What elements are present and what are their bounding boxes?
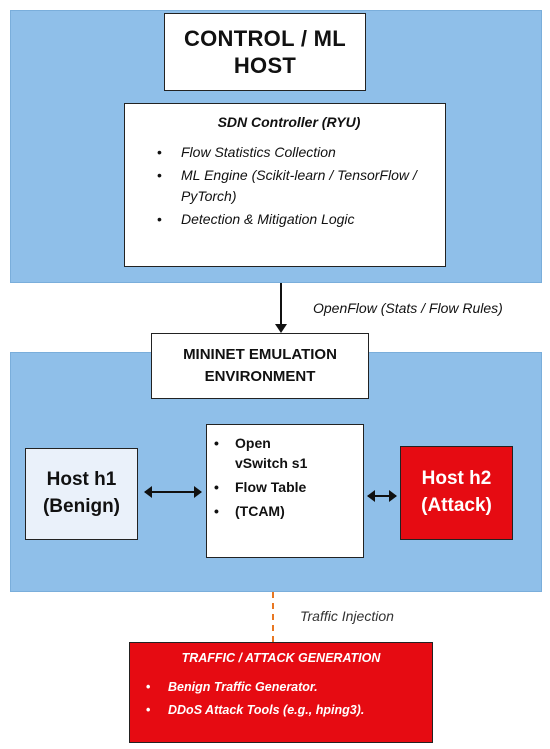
mininet-title: MININET EMULATION ENVIRONMENT — [151, 333, 369, 399]
sdn-item-flow-stats: •Flow Statistics Collection — [149, 142, 429, 163]
sdn-controller-list: •Flow Statistics Collection •ML Engine (… — [149, 142, 429, 230]
openflow-connector-line — [280, 283, 282, 327]
bullet-icon: • — [214, 479, 219, 495]
bullet-icon: • — [157, 144, 162, 160]
bullet-icon: • — [157, 167, 162, 183]
control-ml-host-title: CONTROL / ML HOST — [164, 13, 366, 91]
host-h1-name: Host h1 — [46, 469, 117, 491]
switch-item-open: •Open — [214, 435, 271, 451]
attack-item-benign-generator: •Benign Traffic Generator. — [146, 680, 318, 694]
bullet-icon: • — [146, 703, 151, 717]
switch-item-tcam: •(TCAM) — [214, 503, 285, 519]
sdn-controller-box: SDN Controller (RYU) •Flow Statistics Co… — [124, 103, 446, 267]
traffic-attack-generation-box: TRAFFIC / ATTACK GENERATION •Benign Traf… — [129, 642, 433, 743]
attack-item-ddos-tools: •DDoS Attack Tools (e.g., hping3). — [146, 703, 365, 717]
bullet-icon: • — [214, 503, 219, 519]
traffic-injection-label: Traffic Injection — [300, 608, 394, 624]
host-h1-box: Host h1 (Benign) — [25, 448, 138, 540]
bullet-icon: • — [214, 435, 219, 451]
openflow-label: OpenFlow (Stats / Flow Rules) — [313, 300, 503, 316]
h1-switch-arrow — [144, 486, 202, 498]
sdn-item-detection: •Detection & Mitigation Logic — [149, 209, 429, 230]
switch-item-vswitch: vSwitch s1 — [235, 455, 308, 471]
traffic-injection-dashed-line — [272, 592, 274, 642]
sdn-item-ml-engine: •ML Engine (Scikit-learn / TensorFlow / … — [157, 167, 417, 204]
switch-item-flow-table: •Flow Table — [214, 479, 307, 495]
host-h2-role: (Attack) — [421, 495, 492, 516]
attack-generation-title: TRAFFIC / ATTACK GENERATION — [181, 651, 381, 665]
open-vswitch-box: •Open vSwitch s1 •Flow Table •(TCAM) — [206, 424, 364, 558]
openflow-arrowhead — [275, 324, 287, 333]
bullet-icon: • — [157, 211, 162, 227]
host-h2-box: Host h2 (Attack) — [400, 446, 513, 540]
bullet-icon: • — [146, 680, 151, 694]
sdn-controller-title: SDN Controller (RYU) — [217, 114, 361, 130]
switch-h2-arrow — [367, 490, 397, 502]
host-h1-role: (Benign) — [42, 496, 121, 517]
attack-generation-list: •Benign Traffic Generator. •DDoS Attack … — [144, 679, 418, 719]
host-h2-name: Host h2 — [421, 468, 492, 490]
switch-list: •Open vSwitch s1 •Flow Table •(TCAM) — [214, 433, 357, 521]
